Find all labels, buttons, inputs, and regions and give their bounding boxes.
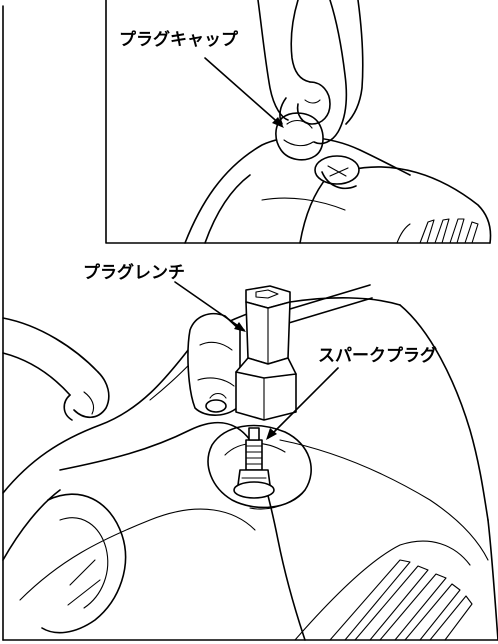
plug-cap-label: プラグキャップ: [119, 29, 239, 50]
housing-right-curve: [349, 166, 492, 244]
housing-shading: [261, 197, 346, 211]
lower-vent-slots: [294, 540, 473, 641]
spark-plug-main-illustration: プラグレンチ スパークプラグ: [2, 262, 498, 641]
plug-cap-inset-panel: プラグキャップ: [105, 0, 492, 244]
grip-recess: [41, 493, 127, 634]
spark-plug-label: スパークプラグ: [318, 345, 437, 366]
page-frame: [2, 5, 498, 641]
plug-wrench: [187, 285, 297, 421]
hand: [257, 0, 364, 145]
spark-plug: [233, 427, 275, 499]
socket-fitting: [205, 392, 227, 413]
housing-edge-left: [204, 174, 251, 244]
inset-frame: [105, 0, 491, 244]
plug-socket: [314, 155, 360, 190]
plug-cap: [275, 112, 324, 161]
handle-pipe: [2, 317, 110, 421]
spark-plug-leader: [266, 367, 339, 440]
plug-wrench-label: プラグレンチ: [83, 262, 185, 283]
plug-wrench-leader: [174, 281, 246, 332]
vent-slots: [396, 218, 479, 244]
plug-cap-leader: [204, 57, 284, 128]
housing-center-ridge: [299, 175, 329, 244]
